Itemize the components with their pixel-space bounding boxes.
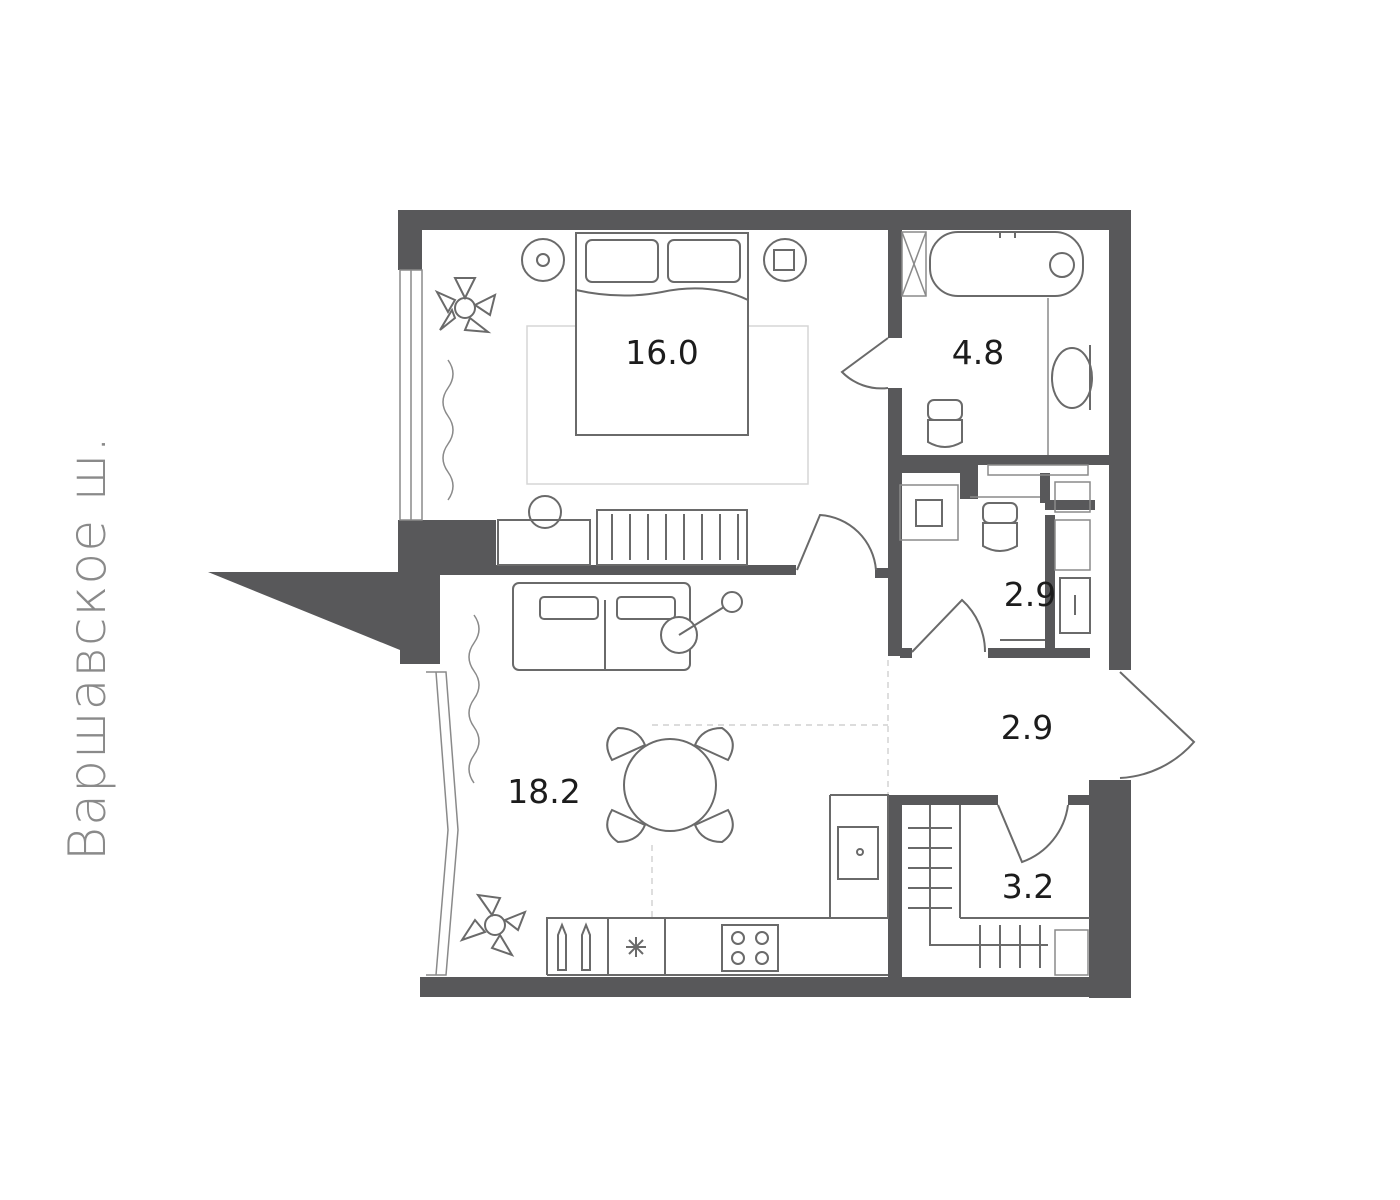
curtain-living — [468, 614, 480, 784]
chair-1 — [606, 726, 647, 762]
area-living-kitchen: 18.2 — [507, 772, 580, 811]
shower-shelf — [901, 231, 927, 297]
pillow-right — [667, 239, 741, 283]
dining-table — [623, 738, 717, 832]
wall-nw-pier — [398, 210, 422, 270]
walls — [208, 210, 1131, 998]
desk — [497, 519, 591, 566]
area-hall: 2.9 — [1001, 708, 1053, 747]
toilet-fixtures — [899, 481, 1091, 641]
wall-shaft-b — [960, 473, 978, 499]
room-areas: 16.0 4.8 2.9 2.9 18.2 3.2 — [507, 333, 1056, 906]
wall-wardrobe-north-a — [888, 795, 998, 805]
bedroom-wardrobe — [596, 509, 748, 566]
bath-vent — [987, 464, 1089, 476]
door-bathroom — [840, 337, 889, 390]
wall-shaft-a — [900, 465, 978, 473]
door-entrance — [1119, 671, 1196, 779]
nightstand-right — [763, 238, 807, 282]
chair-2 — [693, 726, 734, 762]
bottles — [557, 922, 591, 971]
nightstand-left — [521, 238, 565, 282]
door-toilet — [911, 598, 987, 653]
wall-wardrobe-west — [888, 795, 902, 995]
wall-shaft-d — [1045, 500, 1095, 510]
door-wardrobe — [997, 804, 1069, 864]
living-furniture — [459, 582, 889, 976]
wall-balcony-wing — [208, 572, 496, 664]
chair-4 — [693, 808, 734, 844]
toilet-tank — [982, 502, 1018, 524]
cushion-right — [616, 596, 676, 620]
bedroom-furniture — [434, 232, 809, 566]
wall-door-jamb — [875, 568, 889, 578]
floor-lamp-head — [721, 591, 743, 613]
area-bathroom: 4.8 — [952, 333, 1004, 372]
bath-toilet-tank — [927, 399, 963, 421]
wardrobe-hangers — [908, 827, 1041, 968]
toilet-bowl — [982, 522, 1018, 552]
wall-bath-south — [900, 455, 1110, 465]
curtain-bedroom — [442, 359, 454, 501]
pillow-left — [585, 239, 659, 283]
wall-west-pier — [398, 520, 496, 575]
wall-wardrobe-north-b — [1068, 795, 1093, 805]
wall-east-lower — [1089, 780, 1131, 998]
area-bedroom: 16.0 — [625, 333, 698, 372]
area-toilet: 2.9 — [1004, 575, 1056, 614]
wall-bath-west-b — [888, 388, 902, 656]
bathroom-fixtures — [901, 231, 1093, 476]
hangers — [611, 514, 739, 560]
kitchen-counter — [546, 794, 889, 975]
windows — [399, 269, 459, 976]
door-bedroom — [796, 513, 877, 571]
chair-3 — [606, 808, 647, 844]
bathroom-sink — [1051, 347, 1093, 409]
wall-bedroom-south — [496, 565, 796, 575]
wall-bath-west-a — [888, 228, 902, 338]
plant-bedroom — [434, 277, 497, 334]
washer — [899, 484, 959, 541]
area-wardrobe: 3.2 — [1002, 867, 1054, 906]
bath-toilet — [927, 419, 963, 448]
wall-toilet-east — [1045, 515, 1055, 655]
bathtub — [929, 231, 1084, 297]
wall-east-upper — [1109, 210, 1131, 670]
cushion-left — [539, 596, 599, 620]
chair — [528, 495, 562, 529]
wall-toilet-south-b — [988, 648, 1090, 658]
window-living — [426, 671, 459, 976]
wall-shaft-c — [1040, 473, 1050, 503]
wall-south — [420, 977, 1130, 997]
stove — [721, 924, 779, 972]
doors — [796, 337, 1196, 864]
extractor-icon — [626, 937, 646, 957]
plant-living — [459, 893, 527, 957]
wall-toilet-south-a — [900, 648, 912, 658]
wall-north — [398, 210, 1130, 230]
wardrobe-fixtures — [908, 805, 1090, 976]
